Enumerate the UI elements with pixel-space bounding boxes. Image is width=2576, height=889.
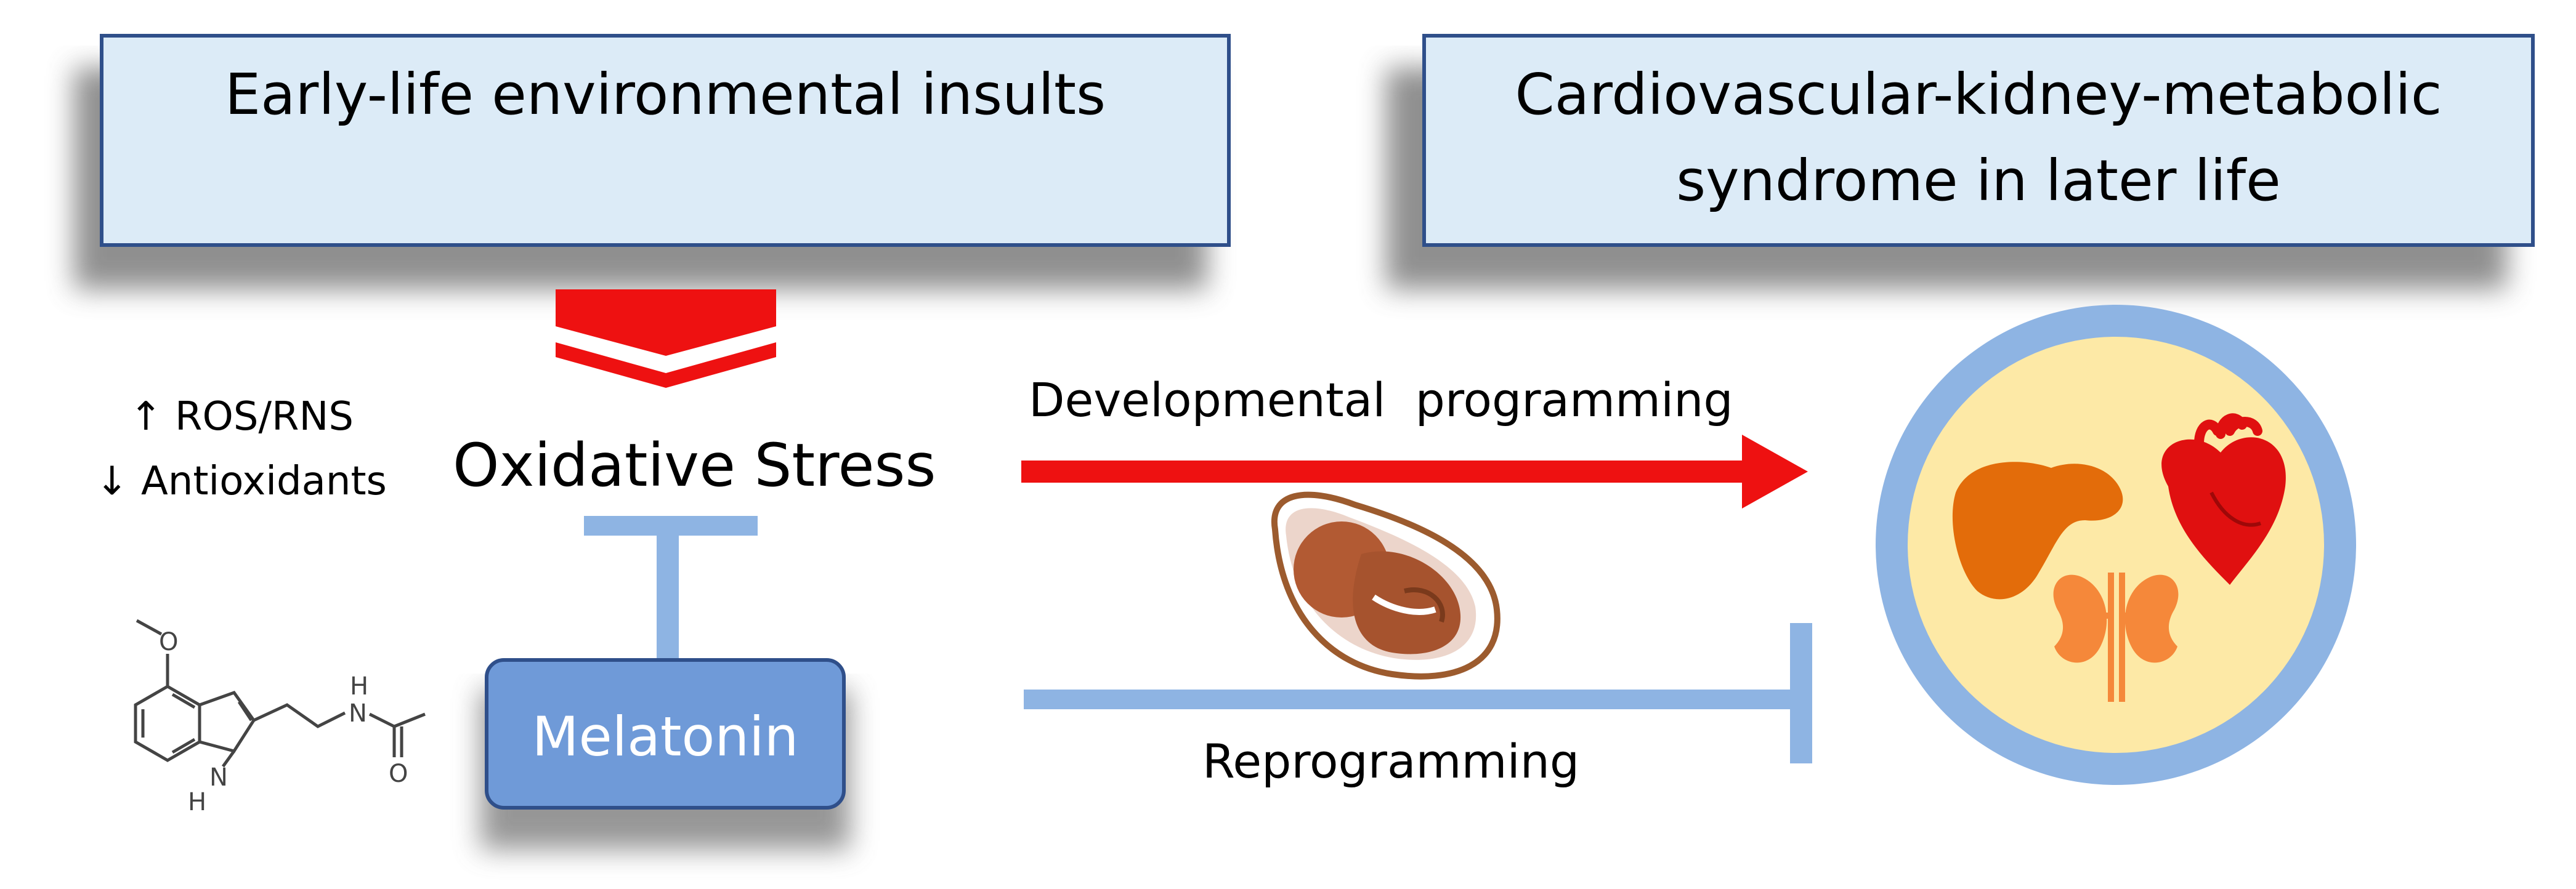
atom-oxygen-methoxy: O — [159, 628, 179, 656]
oxidative-stress-label: Oxidative Stress — [453, 431, 936, 500]
atom-hydrogen-ring: H — [188, 788, 207, 816]
chevron-lower — [556, 342, 776, 388]
right-box-title-line2: syndrome in later life — [1676, 148, 2281, 214]
melatonin-label: Melatonin — [532, 705, 799, 768]
right-box-title-line1: Cardiovascular-kidney-metabolic — [1515, 62, 2442, 127]
kidney-icon — [2053, 573, 2179, 702]
inhibit-bar-vertical — [657, 534, 679, 665]
ros-rns-label: ↑ ROS/RNS — [129, 394, 354, 440]
programming-arrow-head — [1742, 435, 1808, 509]
liver-icon — [1952, 462, 2123, 600]
reprogramming-bar — [1024, 690, 1801, 709]
antioxidants-label: ↓ Antioxidants — [95, 459, 387, 504]
chevron-white-stripe — [556, 336, 776, 373]
atom-nitrogen-amide: N — [349, 699, 367, 728]
organ-circle-fill — [1908, 337, 2324, 753]
atom-hydrogen-amide: H — [350, 672, 369, 701]
reprogramming-label: Reprogramming — [1202, 734, 1580, 789]
heart-icon — [2161, 413, 2286, 585]
chevron-upper — [556, 289, 776, 356]
inhibit-bar-horizontal — [584, 516, 758, 536]
atom-oxygen-carbonyl: O — [389, 760, 408, 788]
melatonin-molecule — [134, 619, 426, 768]
developmental-programming-label: Developmental programming — [1029, 372, 1733, 427]
programming-arrow-shaft — [1021, 461, 1754, 483]
fetus-illustration — [1271, 491, 1501, 680]
right-title-box — [1422, 34, 2535, 247]
melatonin-box — [485, 658, 846, 810]
reprogramming-stop — [1790, 623, 1812, 763]
left-title-box — [100, 34, 1231, 247]
left-box-title: Early-life environmental insults — [224, 62, 1106, 127]
atom-nitrogen-ring: N — [209, 763, 228, 792]
